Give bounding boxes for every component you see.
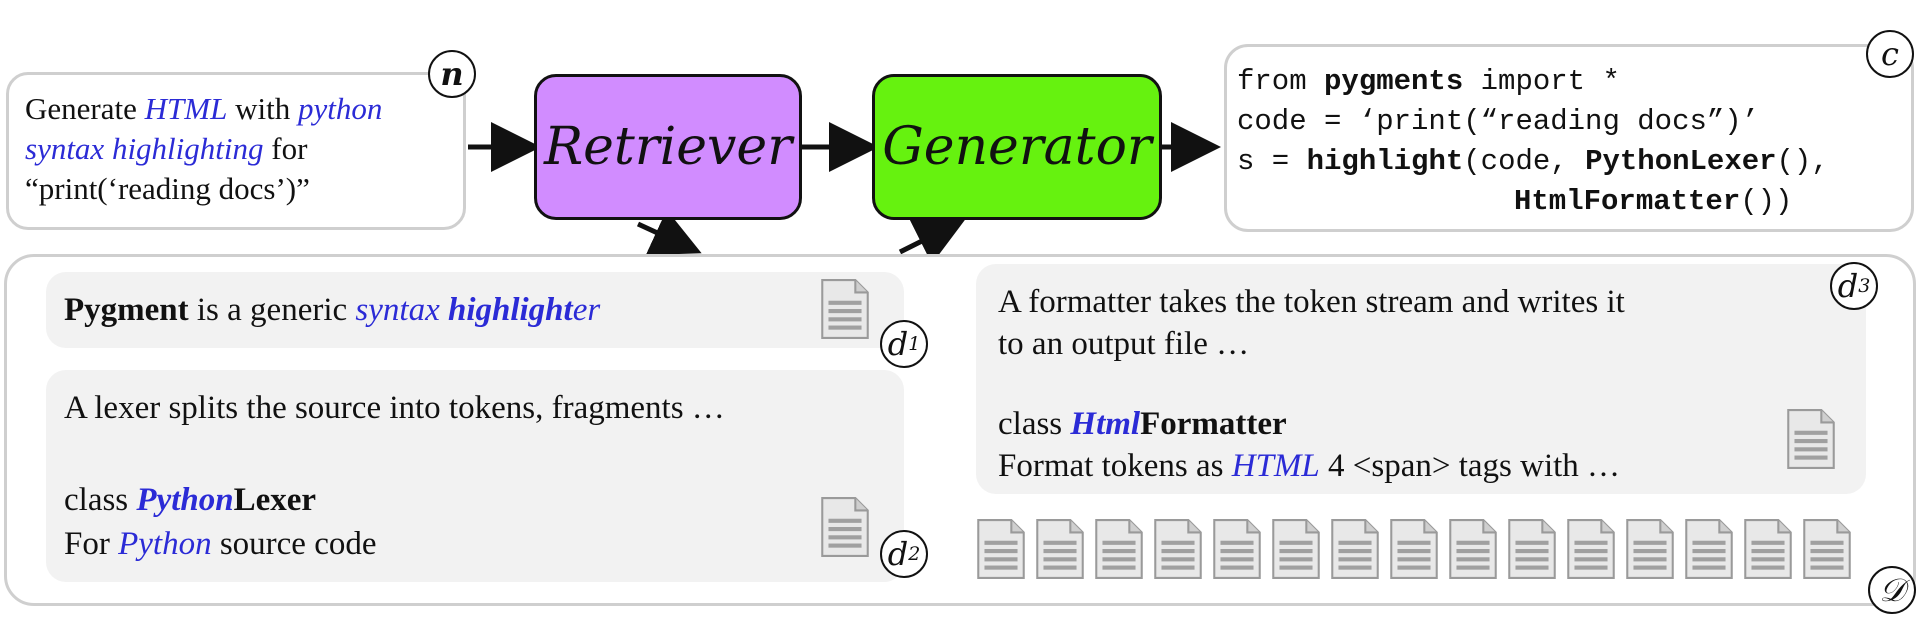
doc-text-part: HTML (1231, 448, 1320, 484)
query-text-part: for (263, 131, 308, 166)
doc-card-d3: A formatter takes the token stream and w… (976, 264, 1866, 494)
doc-label-text: d (887, 535, 909, 573)
document-icon (1272, 519, 1320, 579)
code-label-c: c (1866, 30, 1914, 78)
code-line-1: from pygments import * (1237, 63, 1620, 101)
code-part: (code, (1463, 145, 1586, 178)
document-icon (1036, 519, 1084, 579)
doc-text-part: highlight (447, 292, 573, 328)
query-keyword-html: HTML (144, 91, 228, 126)
query-label-text: n (440, 55, 464, 93)
doc-label-sub: 1 (908, 333, 921, 355)
document-icon (1508, 519, 1556, 579)
document-icon (1331, 519, 1379, 579)
code-part: ()) (1740, 185, 1793, 218)
corpus-label: 𝒟 (1868, 566, 1916, 614)
doc-text-part: For (64, 526, 119, 562)
code-part: import * (1463, 65, 1620, 98)
query-text-part: with (227, 91, 298, 126)
doc-d3-line4: Format tokens as HTML 4 <span> tags with… (998, 446, 1620, 486)
doc-text-part: syntax (355, 292, 448, 328)
document-icon (821, 279, 869, 339)
code-line-4: HtmlFormatter()) (1514, 183, 1792, 221)
document-icon (1095, 519, 1143, 579)
document-icon (821, 497, 869, 557)
code-part: from (1237, 65, 1325, 98)
retriever-box: Retriever (534, 74, 802, 220)
doc-d3-line1: A formatter takes the token stream and w… (998, 284, 1625, 320)
doc-d3-line2: to an output file … (998, 326, 1250, 362)
document-icon (1744, 519, 1792, 579)
doc-text-part: 4 <span> tags with … (1319, 448, 1621, 484)
doc-label-sub: 2 (908, 543, 921, 565)
query-box: Generate HTML with python syntax highlig… (6, 72, 466, 230)
doc-text-part: Python (118, 526, 212, 562)
doc-d2-line2: class PythonLexer (64, 480, 316, 520)
doc-text-part: Python (136, 482, 234, 518)
doc-d3-line3: class HtmlFormatter (998, 404, 1287, 444)
query-label-n: n (428, 50, 476, 98)
code-part: PythonLexer (1585, 145, 1777, 178)
arrow-corpus-to-generator (898, 219, 966, 265)
doc-text-part: Html (1070, 406, 1141, 442)
code-box: from pygments import * code = ‘print(“re… (1224, 44, 1914, 232)
code-line-2: code = ‘print(“reading docs”)’ (1237, 105, 1760, 138)
document-icon (1685, 519, 1733, 579)
doc-d2-line3: For Python source code (64, 524, 377, 564)
doc-text-part: source code (211, 526, 377, 562)
doc-text-part: Formatter (1140, 406, 1287, 442)
corpus-label-text: 𝒟 (1879, 570, 1905, 609)
doc-label-text: d (887, 325, 909, 363)
code-part: s = (1237, 145, 1307, 178)
code-line-3: s = highlight(code, PythonLexer(), (1237, 143, 1829, 181)
generator-box: Generator (872, 74, 1162, 220)
document-icon (1803, 519, 1851, 579)
code-part: (), (1776, 145, 1829, 178)
doc-d2-line1: A lexer splits the source into tokens, f… (64, 390, 725, 426)
document-icon (977, 519, 1025, 579)
doc-card-d2: A lexer splits the source into tokens, f… (46, 370, 904, 582)
doc-text-part: Pygment (64, 292, 189, 328)
query-text-part: Generate (25, 91, 145, 126)
document-icon (1626, 519, 1674, 579)
code-part: pygments (1324, 65, 1464, 98)
doc-text-part: Lexer (233, 482, 317, 518)
doc-label-sub: 3 (1858, 275, 1871, 297)
query-text-line: “print(‘reading docs’)” (25, 171, 310, 206)
doc-card-d1: Pygment is a generic syntax highlighter (46, 272, 904, 348)
document-icon (1390, 519, 1438, 579)
doc-text-part: is a generic (188, 292, 356, 328)
code-part: HtmlFormatter (1514, 185, 1741, 218)
generator-label: Generator (882, 117, 1152, 177)
doc-text-part: Format tokens as (998, 448, 1232, 484)
code-label-text: c (1881, 35, 1899, 73)
arrow-retriever-to-corpus (636, 209, 702, 256)
query-text: Generate HTML with python syntax highlig… (25, 89, 382, 209)
code-part: highlight (1306, 145, 1464, 178)
doc-label-text: d (1837, 267, 1859, 305)
doc-d1-text: Pygment is a generic syntax highlighter (64, 290, 600, 330)
query-keyword-syntax-highlighting: syntax highlighting (25, 131, 264, 166)
retriever-label: Retriever (543, 117, 793, 177)
doc-text-part: class (64, 482, 137, 518)
document-icon (1787, 409, 1835, 469)
doc-text-part: er (572, 292, 601, 328)
query-keyword-python: python (297, 91, 383, 126)
document-icon (1213, 519, 1261, 579)
document-icon (1154, 519, 1202, 579)
document-icon (1567, 519, 1615, 579)
document-icon (1449, 519, 1497, 579)
doc-text-part: class (998, 406, 1071, 442)
